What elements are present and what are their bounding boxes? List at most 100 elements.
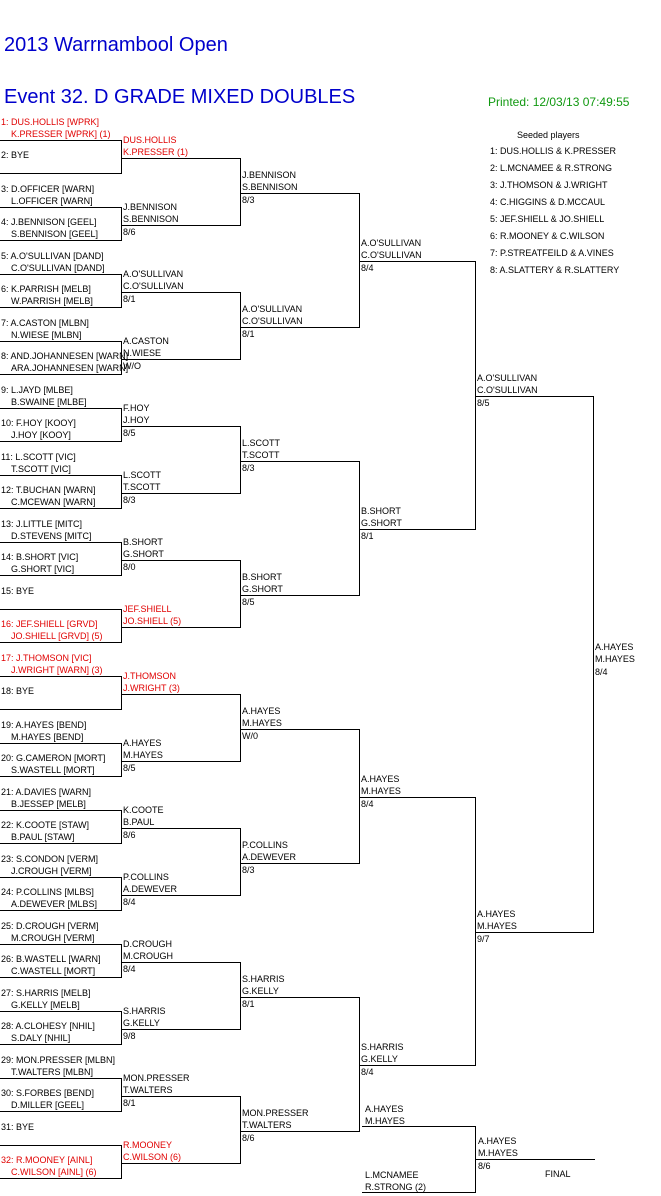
round5-winner-player: A.HAYES bbox=[477, 909, 516, 919]
final-score: 8/6 bbox=[478, 1161, 491, 1171]
bracket-line bbox=[0, 1145, 122, 1146]
draw-entry-player: 9: L.JAYD [MLBE] bbox=[1, 385, 73, 395]
round3-winner-partner: S.BENNISON bbox=[242, 182, 298, 192]
bracket-line bbox=[240, 461, 360, 462]
bracket-line bbox=[240, 962, 241, 1030]
draw-entry-player: 31: BYE bbox=[1, 1122, 35, 1132]
bracket-line bbox=[593, 665, 594, 666]
draw-entry-player: 26: B.WASTELL [WARN] bbox=[1, 954, 101, 964]
bracket-line bbox=[0, 307, 122, 308]
bracket-line bbox=[121, 341, 122, 375]
draw-entry-player: 6: K.PARRISH [MELB] bbox=[1, 284, 91, 294]
final-bottom-player: L.MCNAMEE bbox=[365, 1170, 419, 1180]
round5-winner-player: A.O'SULLIVAN bbox=[477, 373, 538, 383]
final-top-partner: M.HAYES bbox=[365, 1116, 405, 1126]
draw-entry-player: 22: K.COOTE [STAW] bbox=[1, 820, 90, 830]
draw-entry-partner: W.PARRISH [MELB] bbox=[11, 296, 93, 306]
bracket-line bbox=[362, 1126, 476, 1127]
bracket-line bbox=[359, 193, 360, 328]
round2-winner-partner: M.HAYES bbox=[123, 750, 163, 760]
bracket-line bbox=[475, 261, 476, 530]
round3-winner-partner: T.SCOTT bbox=[242, 450, 280, 460]
round2-winner-partner: G.KELLY bbox=[123, 1018, 160, 1028]
draw-entry-partner: C.O'SULLIVAN [DAND] bbox=[11, 263, 105, 273]
round3-score: 8/3 bbox=[242, 865, 255, 875]
draw-entry-player: 7: A.CASTON [MLBN] bbox=[1, 318, 89, 328]
round4-winner-partner: C.O'SULLIVAN bbox=[361, 250, 422, 260]
round5-score: 8/5 bbox=[477, 398, 490, 408]
bracket-line bbox=[475, 396, 594, 397]
round3-winner-player: J.BENNISON bbox=[242, 170, 297, 180]
bracket-line bbox=[240, 828, 241, 896]
bracket-line bbox=[121, 207, 122, 241]
bracket-line bbox=[121, 1011, 122, 1045]
draw-entry-partner: B.SWAINE [MLBE] bbox=[11, 397, 87, 407]
bracket-line bbox=[0, 676, 122, 677]
bracket-line bbox=[121, 140, 122, 174]
final-label: FINAL bbox=[545, 1169, 571, 1179]
draw-entry-player: 23: S.CONDON [VERM] bbox=[1, 854, 99, 864]
bracket-line bbox=[121, 493, 241, 494]
bracket-line bbox=[0, 810, 122, 811]
draw-entry-player: 14: B.SHORT [VIC] bbox=[1, 552, 79, 562]
round4-winner-player: A.O'SULLIVAN bbox=[361, 238, 422, 248]
draw-entry-player: 21: A.DAVIES [WARN] bbox=[1, 787, 92, 797]
round2-winner-player: DUS.HOLLIS bbox=[123, 135, 177, 145]
bracket-line bbox=[121, 1163, 241, 1164]
round4-winner-partner: M.HAYES bbox=[361, 786, 401, 796]
round3-winner-partner: G.KELLY bbox=[242, 986, 279, 996]
round3-winner-player: A.O'SULLIVAN bbox=[242, 304, 303, 314]
round3-winner-player: S.HARRIS bbox=[242, 974, 285, 984]
round3-score: 8/1 bbox=[242, 329, 255, 339]
bracket-line bbox=[121, 962, 241, 963]
bracket-line bbox=[359, 261, 476, 262]
draw-entry-partner: ARA.JOHANNESEN [WARN] bbox=[11, 363, 129, 373]
bracket-line bbox=[475, 797, 476, 1066]
draw-entry-partner: T.WALTERS [MLBN] bbox=[11, 1067, 94, 1077]
bracket-line bbox=[240, 595, 360, 596]
bracket-line bbox=[121, 225, 241, 226]
round4-score: 8/4 bbox=[361, 1067, 374, 1077]
round3-score: W/0 bbox=[242, 731, 259, 741]
draw-entry-player: 10: F.HOY [KOOY] bbox=[1, 418, 76, 428]
bracket-line bbox=[121, 609, 122, 643]
bracket-line bbox=[0, 944, 122, 945]
round3-winner-partner: G.SHORT bbox=[242, 584, 283, 594]
round5-score: 9/7 bbox=[477, 934, 490, 944]
bracket-line bbox=[0, 1044, 122, 1045]
round2-winner-player: F.HOY bbox=[123, 403, 150, 413]
draw-entry-player: 28: A.CLOHESY [NHIL] bbox=[1, 1021, 95, 1031]
draw-entry-player: 18: BYE bbox=[1, 686, 35, 696]
bracket-line bbox=[121, 944, 122, 978]
round3-winner-player: L.SCOTT bbox=[242, 438, 281, 448]
bracket-line bbox=[359, 529, 476, 530]
bracket-line bbox=[121, 359, 241, 360]
champion-partner: M.HAYES bbox=[478, 1148, 518, 1158]
bracket-line bbox=[0, 575, 122, 576]
seed-entry: 5: JEF.SHIELL & JO.SHIELL bbox=[490, 214, 605, 224]
tournament-title: 2013 Warrnambool Open bbox=[4, 34, 228, 56]
draw-entry-player: 4: J.BENNISON [GEEL] bbox=[1, 217, 97, 227]
draw-entry-player: 17: J.THOMSON [VIC] bbox=[1, 653, 92, 663]
bracket-line bbox=[240, 327, 360, 328]
draw-entry-player: 11: L.SCOTT [VIC] bbox=[1, 452, 76, 462]
draw-entry-partner: G.SHORT [VIC] bbox=[11, 564, 75, 574]
draw-entry-partner: C.MCEWAN [WARN] bbox=[11, 497, 96, 507]
bracket-line bbox=[593, 396, 594, 933]
round6-winner-partner: M.HAYES bbox=[595, 654, 635, 664]
bracket-line bbox=[240, 1096, 241, 1164]
printed-timestamp: Printed: 12/03/13 07:49:55 bbox=[488, 95, 630, 109]
round2-score: 8/1 bbox=[123, 294, 136, 304]
seed-entry: 1: DUS.HOLLIS & K.PRESSER bbox=[490, 146, 617, 156]
bracket-line bbox=[0, 140, 122, 141]
bracket-line bbox=[0, 274, 122, 275]
round2-winner-partner: C.WILSON (6) bbox=[123, 1152, 182, 1162]
bracket-line bbox=[359, 997, 360, 1132]
round2-winner-partner: N.WIESE bbox=[123, 348, 162, 358]
seed-entry: 6: R.MOONEY & C.WILSON bbox=[490, 231, 605, 241]
bracket-line bbox=[121, 627, 241, 628]
seed-entry: 7: P.STREATFEILD & A.VINES bbox=[490, 248, 614, 258]
bracket-line bbox=[240, 560, 241, 628]
round2-winner-partner: J.HOY bbox=[123, 415, 150, 425]
